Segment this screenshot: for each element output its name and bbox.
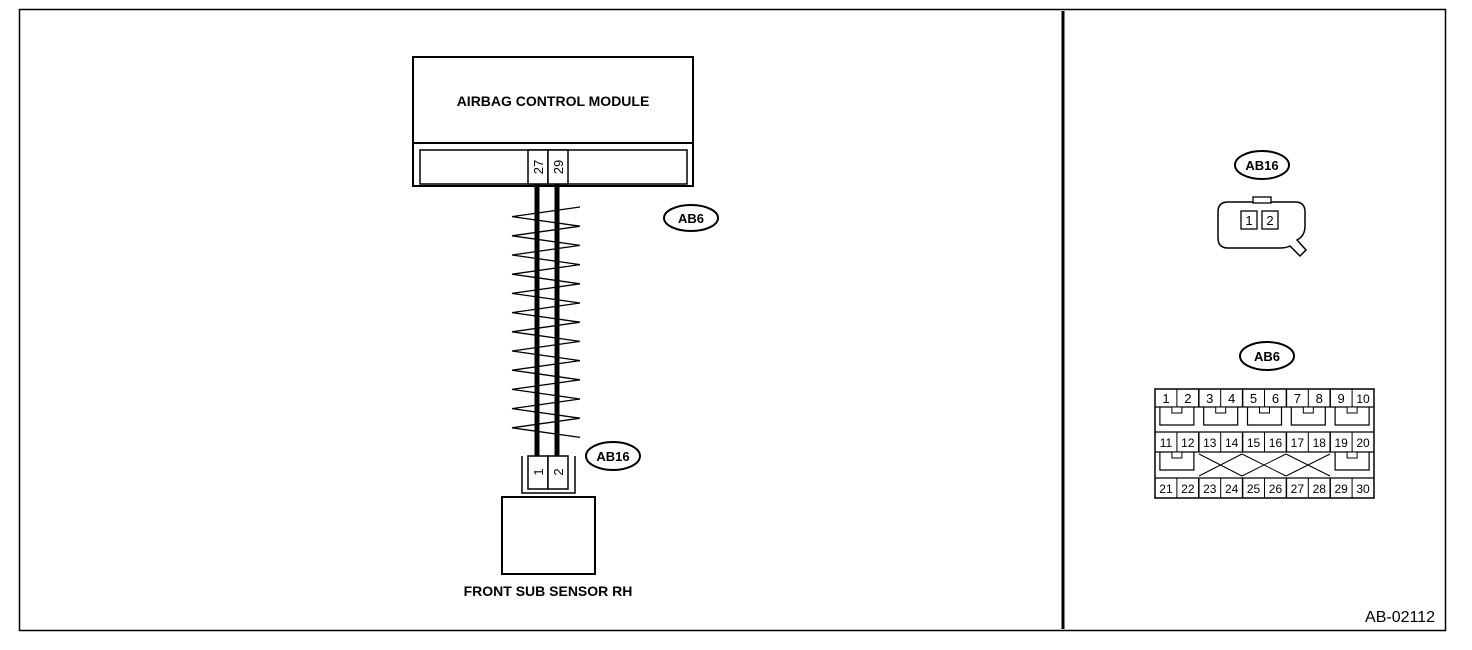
- ab6-pin-label: 4: [1228, 391, 1235, 406]
- ab6-key-notch: [1171, 451, 1183, 459]
- ab6-pin-label: 26: [1269, 482, 1283, 496]
- ab6-pin-label: 19: [1334, 436, 1348, 450]
- ab6-pin-label: 24: [1225, 482, 1239, 496]
- ab6-pin-label: 1: [1162, 391, 1169, 406]
- diagram-frame: [18, 8, 1447, 632]
- ab6-tag: AB6: [663, 204, 719, 232]
- module-pin-27: 27: [531, 160, 546, 174]
- svg-text:AB16: AB16: [596, 449, 629, 464]
- ab16-connector-view: AB16 1 2: [1217, 150, 1308, 258]
- ab6-pin-label: 2: [1184, 391, 1191, 406]
- ab6-pin-label: 29: [1334, 482, 1348, 496]
- ab6-pin-label: 10: [1356, 392, 1370, 406]
- ab16-view-pin-2: 2: [1266, 213, 1273, 228]
- ab6-pin-label: 14: [1225, 436, 1239, 450]
- ab16-tag: AB16: [585, 441, 641, 471]
- ab6-pin-label: 21: [1159, 482, 1173, 496]
- ab6-pin-label: 9: [1338, 391, 1345, 406]
- ab6-pin-label: 13: [1203, 436, 1217, 450]
- ab6-pin-label: 22: [1181, 482, 1195, 496]
- ab6-pin-label: 28: [1313, 482, 1327, 496]
- ab6-key: [1290, 407, 1326, 426]
- ab6-key: [1334, 452, 1370, 471]
- ab6-key-notch: [1171, 406, 1183, 414]
- ab6-pin-label: 11: [1160, 436, 1173, 450]
- ab6-pin-label: 17: [1291, 436, 1305, 450]
- ab6-pin-label: 27: [1291, 482, 1305, 496]
- ab6-pin-label: 23: [1203, 482, 1217, 496]
- ab6-pin-label: 8: [1316, 391, 1323, 406]
- twisted-pair-wires: [511, 184, 581, 456]
- airbag-control-module: AIRBAG CONTROL MODULE 27 29: [412, 56, 694, 187]
- ab6-key: [1159, 407, 1195, 426]
- ab6-pin-label: 30: [1356, 482, 1370, 496]
- ab6-pin-label: 20: [1356, 436, 1370, 450]
- ab6-pin-label: 15: [1247, 436, 1261, 450]
- front-sub-sensor: 1 2 FRONT SUB SENSOR RH: [464, 455, 633, 599]
- ab6-keys: [1159, 406, 1370, 471]
- ab6-pin-label: 7: [1294, 391, 1301, 406]
- module-label: AIRBAG CONTROL MODULE: [457, 93, 650, 109]
- ab6-pin-label: 18: [1313, 436, 1327, 450]
- ab16-view-pin-1: 1: [1245, 213, 1252, 228]
- ab6-pin-label: 16: [1269, 436, 1283, 450]
- sensor-pin-1: 1: [531, 468, 546, 475]
- ab6-key: [1334, 407, 1370, 426]
- sensor-pin-2: 2: [551, 468, 566, 475]
- ab6-key-notch: [1346, 406, 1358, 414]
- ab6-pin-dividers: [1176, 389, 1353, 498]
- ab6-view-tag: AB6: [1254, 349, 1280, 364]
- ab6-blank-cavities: [1198, 453, 1331, 477]
- ab6-pin-label: 6: [1272, 391, 1279, 406]
- ab6-key-notch: [1346, 451, 1358, 459]
- sensor-label: FRONT SUB SENSOR RH: [464, 583, 633, 599]
- ab16-view-tag: AB16: [1245, 158, 1278, 173]
- ab6-key: [1246, 407, 1283, 426]
- ab6-key: [1203, 407, 1239, 426]
- ab6-pin-label: 3: [1206, 391, 1213, 406]
- ab6-key: [1159, 452, 1195, 471]
- svg-text:AB6: AB6: [678, 211, 704, 226]
- ab6-key-notch: [1215, 406, 1227, 414]
- ab6-key-notch: [1259, 406, 1270, 414]
- ab6-key-notch: [1302, 406, 1314, 414]
- ab6-pin-label: 12: [1181, 436, 1195, 450]
- ab6-pin-label: 5: [1250, 391, 1257, 406]
- wire-twist: [511, 206, 581, 439]
- diagram-id: AB-02112: [1365, 609, 1435, 626]
- module-pin-29: 29: [551, 160, 566, 174]
- ab6-pin-label: 25: [1247, 482, 1261, 496]
